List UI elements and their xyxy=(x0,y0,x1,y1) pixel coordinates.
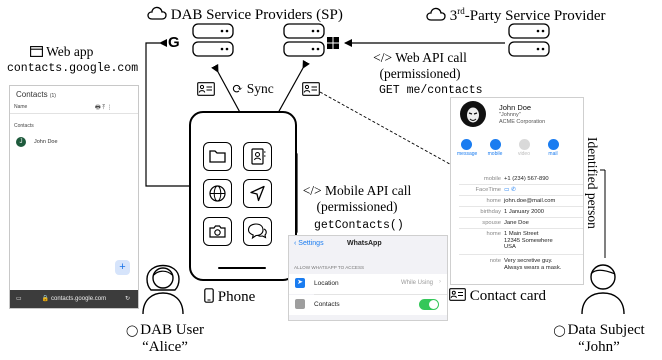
contact-company: ACME Corporation xyxy=(499,119,546,125)
whatsapp-title: WhatsApp xyxy=(347,240,382,247)
home-indicator xyxy=(218,266,266,269)
column-header: Name xyxy=(14,104,28,110)
dab-user-label: ◯DAB User “Alice” xyxy=(115,322,215,355)
sync-label: ⟳ Sync xyxy=(232,81,274,96)
chevron-right-icon: › xyxy=(439,279,441,285)
back-button[interactable]: ‹ Settings xyxy=(294,240,324,247)
sp-server-1-icon xyxy=(192,23,234,57)
cloud-icon xyxy=(147,6,171,23)
browser-window-icon xyxy=(30,46,43,57)
section-label: Contacts xyxy=(14,123,34,129)
add-contact-button[interactable]: + xyxy=(115,260,130,275)
sp-header-text: DAB Service Providers (SP) xyxy=(170,7,343,23)
sync-icon: ⟳ xyxy=(232,81,244,96)
mobile-api-label: </> Mobile API call (permissioned) xyxy=(302,183,412,214)
user-icon: ◯ xyxy=(125,325,139,337)
code-icon: </> xyxy=(302,183,322,198)
dashed-link xyxy=(319,91,467,174)
third-party-header-text: 3rd-Party Service Provider xyxy=(449,6,606,24)
files-app-icon[interactable] xyxy=(203,142,232,171)
contact-card-icon xyxy=(449,288,466,301)
camera-app-icon[interactable] xyxy=(203,217,232,246)
identified-person-label: Identified person xyxy=(584,135,600,231)
web-app-url: contacts.google.com xyxy=(7,62,139,75)
avatar xyxy=(460,101,486,127)
alice-person-icon xyxy=(142,264,184,315)
web-sync-arrow xyxy=(145,39,197,190)
third-party-header: 3rd-Party Service Provider xyxy=(426,6,606,25)
contacts-app-icon[interactable] xyxy=(243,142,272,171)
contact-card-icon xyxy=(302,82,320,96)
mobile-action[interactable]: mobile xyxy=(486,139,504,157)
contacts-icon xyxy=(295,299,305,309)
mobile-api-code: getContacts() xyxy=(314,219,404,232)
web-app-title: Web app xyxy=(30,44,93,60)
message-action[interactable]: message xyxy=(457,139,477,157)
contact-name: John Doe xyxy=(499,103,532,112)
contact-card-icon xyxy=(197,82,215,96)
phone-label: Phone xyxy=(204,288,255,305)
data-subject-name: “John” xyxy=(578,339,620,355)
location-icon: ➤ xyxy=(295,278,305,288)
avatar: J xyxy=(16,137,26,147)
contact-nickname: "Johnny" xyxy=(499,112,521,118)
third-party-server-icon xyxy=(508,23,550,57)
dab-user-name: “Alice” xyxy=(142,339,188,355)
toolbar-icons[interactable]: 🖶 ⤒ ⋮ xyxy=(95,105,113,111)
whatsapp-permission-screen: ‹ Settings WhatsApp ALLOW WHATSAPP TO AC… xyxy=(288,235,448,321)
user-icon: ◯ xyxy=(553,325,566,337)
browser-app-icon[interactable] xyxy=(203,179,232,208)
contact-card-screenshot: John Doe "Johnny" ACME Corporation messa… xyxy=(450,97,584,285)
video-action[interactable]: video xyxy=(515,139,533,157)
sp-server-2-icon xyxy=(283,23,325,57)
web-api-label: </> Web API call (permissioned) xyxy=(373,50,467,81)
contact-card-label: Contact card xyxy=(449,288,546,304)
address-bar[interactable]: ▭ 🔒 contacts.google.com ↻ xyxy=(10,290,138,308)
location-row-label[interactable]: Location xyxy=(314,280,339,287)
john-person-icon xyxy=(581,264,625,315)
cloud-icon xyxy=(426,7,450,24)
maps-app-icon[interactable] xyxy=(243,179,272,208)
code-icon: </> xyxy=(373,50,393,65)
phone-device xyxy=(189,111,297,281)
contact-entry-name[interactable]: John Doe xyxy=(34,139,58,145)
web-app-screenshot: Contacts (1) Name 🖶 ⤒ ⋮ Contacts J John … xyxy=(9,85,139,309)
google-logo-icon: G xyxy=(168,34,180,51)
location-row-value[interactable]: While Using xyxy=(400,280,433,286)
windows-logo-icon xyxy=(327,37,339,49)
contacts-toggle[interactable] xyxy=(419,299,439,310)
sp-header: DAB Service Providers (SP) xyxy=(147,6,343,24)
phone-icon xyxy=(204,288,214,303)
mail-action[interactable]: mail xyxy=(544,139,562,157)
contacts-heading: Contacts (1) xyxy=(16,90,56,99)
contacts-row-label[interactable]: Contacts xyxy=(314,301,340,308)
web-api-code: GET me/contacts xyxy=(379,84,483,97)
access-section-label: ALLOW WHATSAPP TO ACCESS xyxy=(294,265,365,270)
data-subject-label: ◯Data Subject “John” xyxy=(540,322,658,355)
messages-app-icon[interactable] xyxy=(243,217,272,246)
